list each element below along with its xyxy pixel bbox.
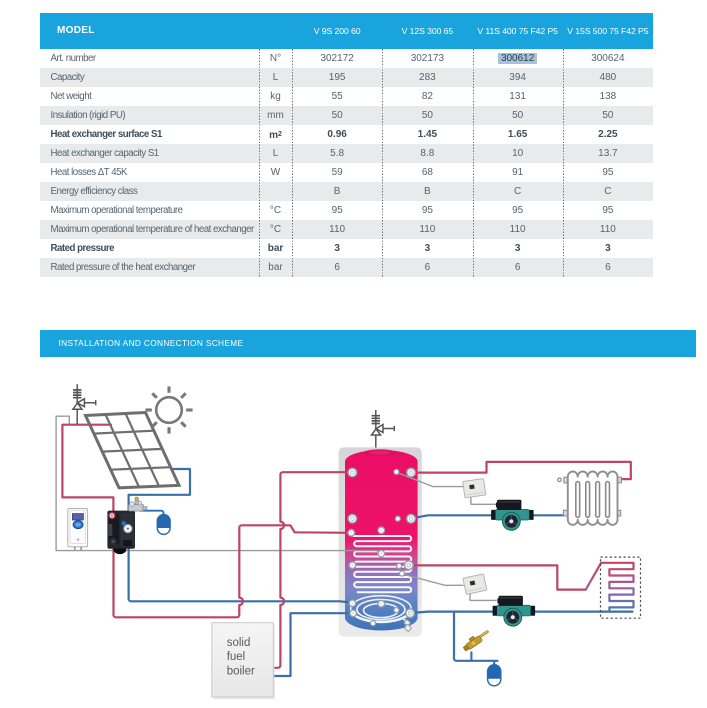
svg-text:boiler: boiler xyxy=(227,666,255,678)
svg-text:solid: solid xyxy=(227,637,251,649)
svg-text:fuel: fuel xyxy=(227,651,246,663)
